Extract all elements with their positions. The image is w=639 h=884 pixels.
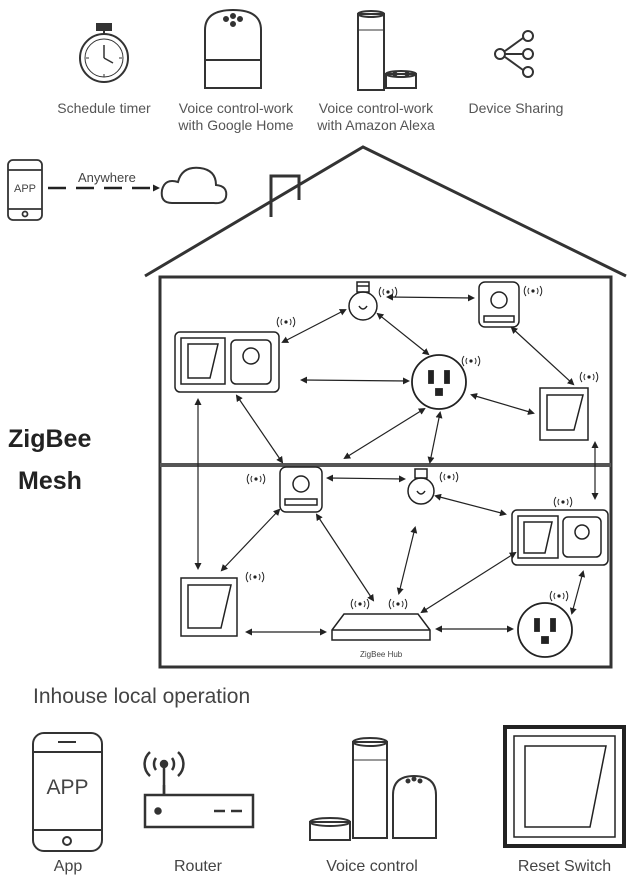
module-icon-top-right xyxy=(478,281,520,328)
anywhere-label: Anywhere xyxy=(78,170,136,185)
bulb-icon-top xyxy=(348,281,378,321)
feature-label-alexa: Voice control-work with Amazon Alexa xyxy=(308,100,444,134)
signal-icon xyxy=(350,598,370,610)
signal-icon xyxy=(549,590,569,602)
socket-icon-lower xyxy=(517,602,573,658)
cloud-icon xyxy=(160,166,228,205)
bottom-label-reset: Reset Switch xyxy=(517,858,612,875)
feature-label-google-line2: with Google Home xyxy=(178,117,294,133)
google-home-speaker-icon xyxy=(204,8,262,89)
feature-label-alexa-line1: Voice control-work xyxy=(318,100,434,116)
remote-phone-text: APP xyxy=(13,183,36,195)
reset-switch-icon xyxy=(503,725,626,848)
house-outline xyxy=(144,145,627,669)
module-icon-lower xyxy=(279,466,323,513)
signal-icon xyxy=(378,286,398,298)
mesh-title-line1: ZigBee xyxy=(8,425,92,453)
signal-icon xyxy=(388,598,408,610)
feature-label-schedule: Schedule timer xyxy=(57,100,151,116)
feature-label-google: Voice control-work with Google Home xyxy=(168,100,304,134)
hub-label: ZigBee Hub xyxy=(360,650,403,659)
signal-icon xyxy=(523,285,543,297)
mesh-links xyxy=(194,293,599,636)
bulb-icon-lower xyxy=(407,468,435,505)
bottom-label-router: Router xyxy=(173,858,223,875)
bottom-label-voice: Voice control xyxy=(326,858,418,875)
signal-icon xyxy=(461,355,481,367)
app-phone-icon xyxy=(32,732,103,852)
amazon-echo-speaker-icon xyxy=(357,10,417,91)
switch-module-icon-lower-right xyxy=(511,509,609,566)
bottom-label-app: App xyxy=(53,858,83,875)
signal-icon xyxy=(246,473,266,485)
wall-switch-icon-top-right xyxy=(539,387,589,441)
app-screen-text: APP xyxy=(46,776,89,799)
phone-icon xyxy=(7,159,43,221)
signal-icon xyxy=(579,371,599,383)
wall-switch-icon-lower-left xyxy=(180,577,238,637)
signal-icon xyxy=(439,471,459,483)
mesh-title-line2: Mesh xyxy=(18,467,82,495)
local-title: Inhouse local operation xyxy=(33,685,251,708)
signal-icon xyxy=(245,571,265,583)
voice-control-speakers-icon xyxy=(309,737,437,841)
socket-icon-top xyxy=(411,354,467,410)
feature-label-google-line1: Voice control-work xyxy=(178,100,294,116)
feature-label-sharing: Device Sharing xyxy=(468,100,564,116)
router-icon xyxy=(143,751,255,829)
signal-icon xyxy=(553,496,573,508)
switch-module-icon-top-left xyxy=(174,331,280,393)
zigbee-hub-icon xyxy=(331,613,431,641)
share-icon xyxy=(494,30,534,78)
stopwatch-icon xyxy=(79,23,129,83)
signal-icon xyxy=(276,316,296,328)
feature-label-alexa-line2: with Amazon Alexa xyxy=(317,117,435,133)
